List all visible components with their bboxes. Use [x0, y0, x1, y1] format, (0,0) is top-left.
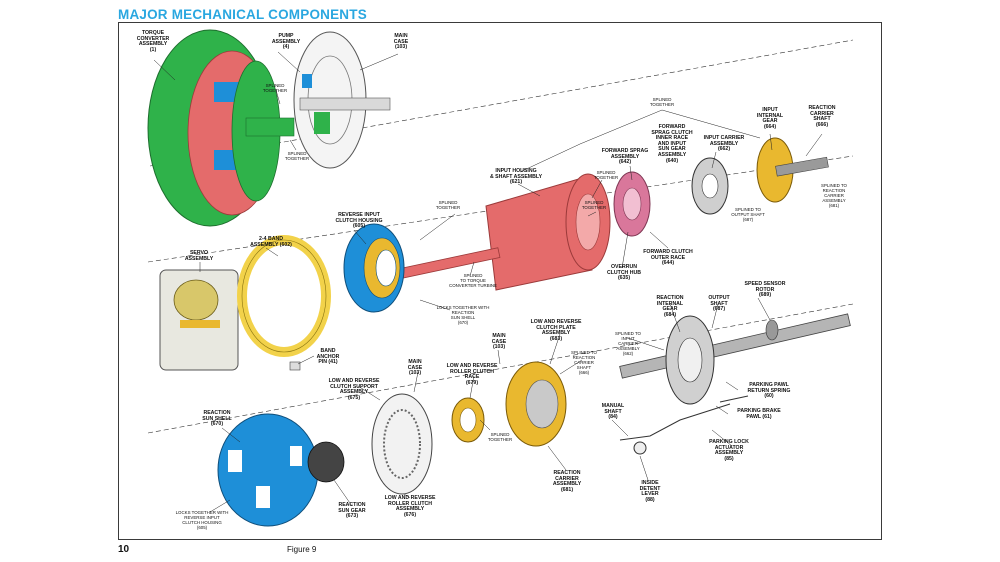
label-band-24: 2-4 BAND ASSEMBLY (602) [250, 236, 292, 248]
label-splined-together-top: SPLINED TOGETHER [649, 97, 675, 107]
label-torque-converter: TORQUE CONVERTER ASSEMBLY (1) [136, 30, 170, 53]
label-reaction-carrier-assembly: REACTION CARRIER ASSEMBLY (681) [552, 470, 582, 493]
label-input-carrier-assembly: INPUT CARRIER ASSEMBLY (662) [703, 135, 745, 153]
torque-converter-art [147, 29, 295, 227]
parking-linkage-art [619, 395, 749, 455]
label-low-reverse-clutch-plate: LOW AND REVERSE CLUTCH PLATE ASSEMBLY (6… [530, 319, 582, 342]
label-parking-lock-actuator: PARKING LOCK ACTUATOR ASSEMBLY (85) [709, 439, 749, 462]
reaction-sun-shell-art [217, 413, 345, 527]
low-reverse-support-art [371, 393, 433, 495]
label-speed-sensor-rotor: SPEED SENSOR ROTOR (689) [744, 281, 786, 299]
label-reaction-sun-gear: REACTION SUN GEAR (673) [338, 502, 366, 520]
label-reaction-internal-gear: REACTION INTERNAL GEAR (684) [656, 295, 684, 318]
label-splined-together-4: SPLINED TOGETHER [581, 200, 607, 210]
leader-lines [153, 51, 823, 513]
label-splined-together-1: SPLINED TOGETHER [262, 83, 288, 93]
label-locks-together-sun-shell: LOCKS TOGETHER WITH REACTION SUN SHELL (… [436, 305, 490, 325]
label-forward-sprag-assembly: FORWARD SPRAG ASSEMBLY (642) [601, 148, 649, 166]
label-low-reverse-roller-race: LOW AND REVERSE ROLLER CLUTCH RACE (679) [446, 363, 498, 386]
label-splined-together-5: SPLINED TOGETHER [435, 200, 461, 210]
forward-sprag-art [613, 171, 651, 237]
label-splined-to-input-carrier: SPLINED TO INPUT CARRIER ASSEMBLY (662) [615, 331, 641, 356]
roller-clutch-race-art [451, 397, 485, 443]
label-low-reverse-roller-assembly: LOW AND REVERSE ROLLER CLUTCH ASSEMBLY (… [384, 495, 436, 518]
page-number: 10 [118, 544, 130, 555]
page-title: MAJOR MECHANICAL COMPONENTS [118, 7, 367, 22]
label-pump-assembly: PUMP ASSEMBLY (4) [271, 33, 301, 51]
servo-art [159, 269, 239, 371]
band-anchor-pin-art [289, 361, 301, 371]
label-main-case-top: MAIN CASE (103) [393, 33, 409, 51]
input-internal-gear-art [756, 137, 829, 203]
label-reverse-input-clutch: REVERSE INPUT CLUTCH HOUSING (605) [335, 212, 383, 230]
reverse-input-clutch-art [343, 223, 405, 313]
label-output-shaft: OUTPUT SHAFT (687) [708, 295, 730, 313]
label-main-case-low: MAIN CASE (103) [407, 359, 423, 377]
label-locks-together-reverse-input: LOCKS TOGETHER WITH REVERSE INPUT CLUTCH… [175, 510, 229, 530]
label-main-case-mid: MAIN CASE (103) [491, 333, 507, 351]
band-24-art [237, 235, 331, 357]
label-splined-to-reaction-shaft: SPLINED TO REACTION CARRIER SHAFT (666) [571, 350, 597, 375]
label-splined-to-output: SPLINED TO OUTPUT SHAFT (687) [731, 207, 765, 222]
label-splined-together-3: SPLINED TOGETHER [593, 170, 619, 180]
label-forward-sprag-clutch-inner: FORWARD SPRAG CLUTCH INNER RACE AND INPU… [651, 124, 693, 164]
label-manual-shaft: MANUAL SHAFT (84) [601, 403, 625, 421]
label-splined-together-2: SPLINED TOGETHER [284, 151, 310, 161]
label-splined-to-reaction-carrier: SPLINED TO REACTION CARRIER ASSEMBLY (68… [821, 183, 847, 208]
label-splined-torque-turbine: SPLINED TO TORQUE CONVERTER TURBINE [449, 273, 497, 288]
figure-caption: Figure 9 [287, 545, 317, 554]
input-housing-art [399, 173, 611, 291]
label-low-reverse-support: LOW AND REVERSE CLUTCH SUPPORT ASSEMBLY … [328, 378, 380, 401]
label-inside-detent-lever: INSIDE DETENT LEVER (88) [639, 480, 661, 503]
label-splined-together-6: SPLINED TOGETHER [487, 432, 513, 442]
label-overrun-clutch-hub: OVERRUN CLUTCH HUB (635) [606, 264, 641, 282]
pump-assembly-art [293, 31, 391, 169]
output-shaft-art [619, 313, 851, 405]
label-forward-clutch-outer: FORWARD CLUTCH OUTER RACE (644) [643, 249, 693, 267]
reaction-carrier-art [505, 361, 567, 447]
input-carrier-art [691, 157, 729, 215]
label-servo-assembly: SERVO ASSEMBLY [184, 250, 214, 262]
label-reaction-carrier-shaft: REACTION CARRIER SHAFT (666) [808, 105, 836, 128]
label-reaction-sun-shell: REACTION SUN SHELL (670) [202, 410, 232, 428]
label-input-housing: INPUT HOUSING & SHAFT ASSEMBLY (621) [489, 168, 543, 186]
label-parking-pawl-spring: PARKING PAWL RETURN SPRING (60) [747, 382, 791, 400]
label-input-internal-gear: INPUT INTERNAL GEAR (664) [756, 107, 784, 130]
diagram-frame [118, 22, 882, 540]
label-parking-brake-pawl: PARKING BRAKE PAWL (61) [737, 408, 781, 420]
label-band-anchor-pin: BAND ANCHOR PIN (41) [316, 348, 340, 366]
